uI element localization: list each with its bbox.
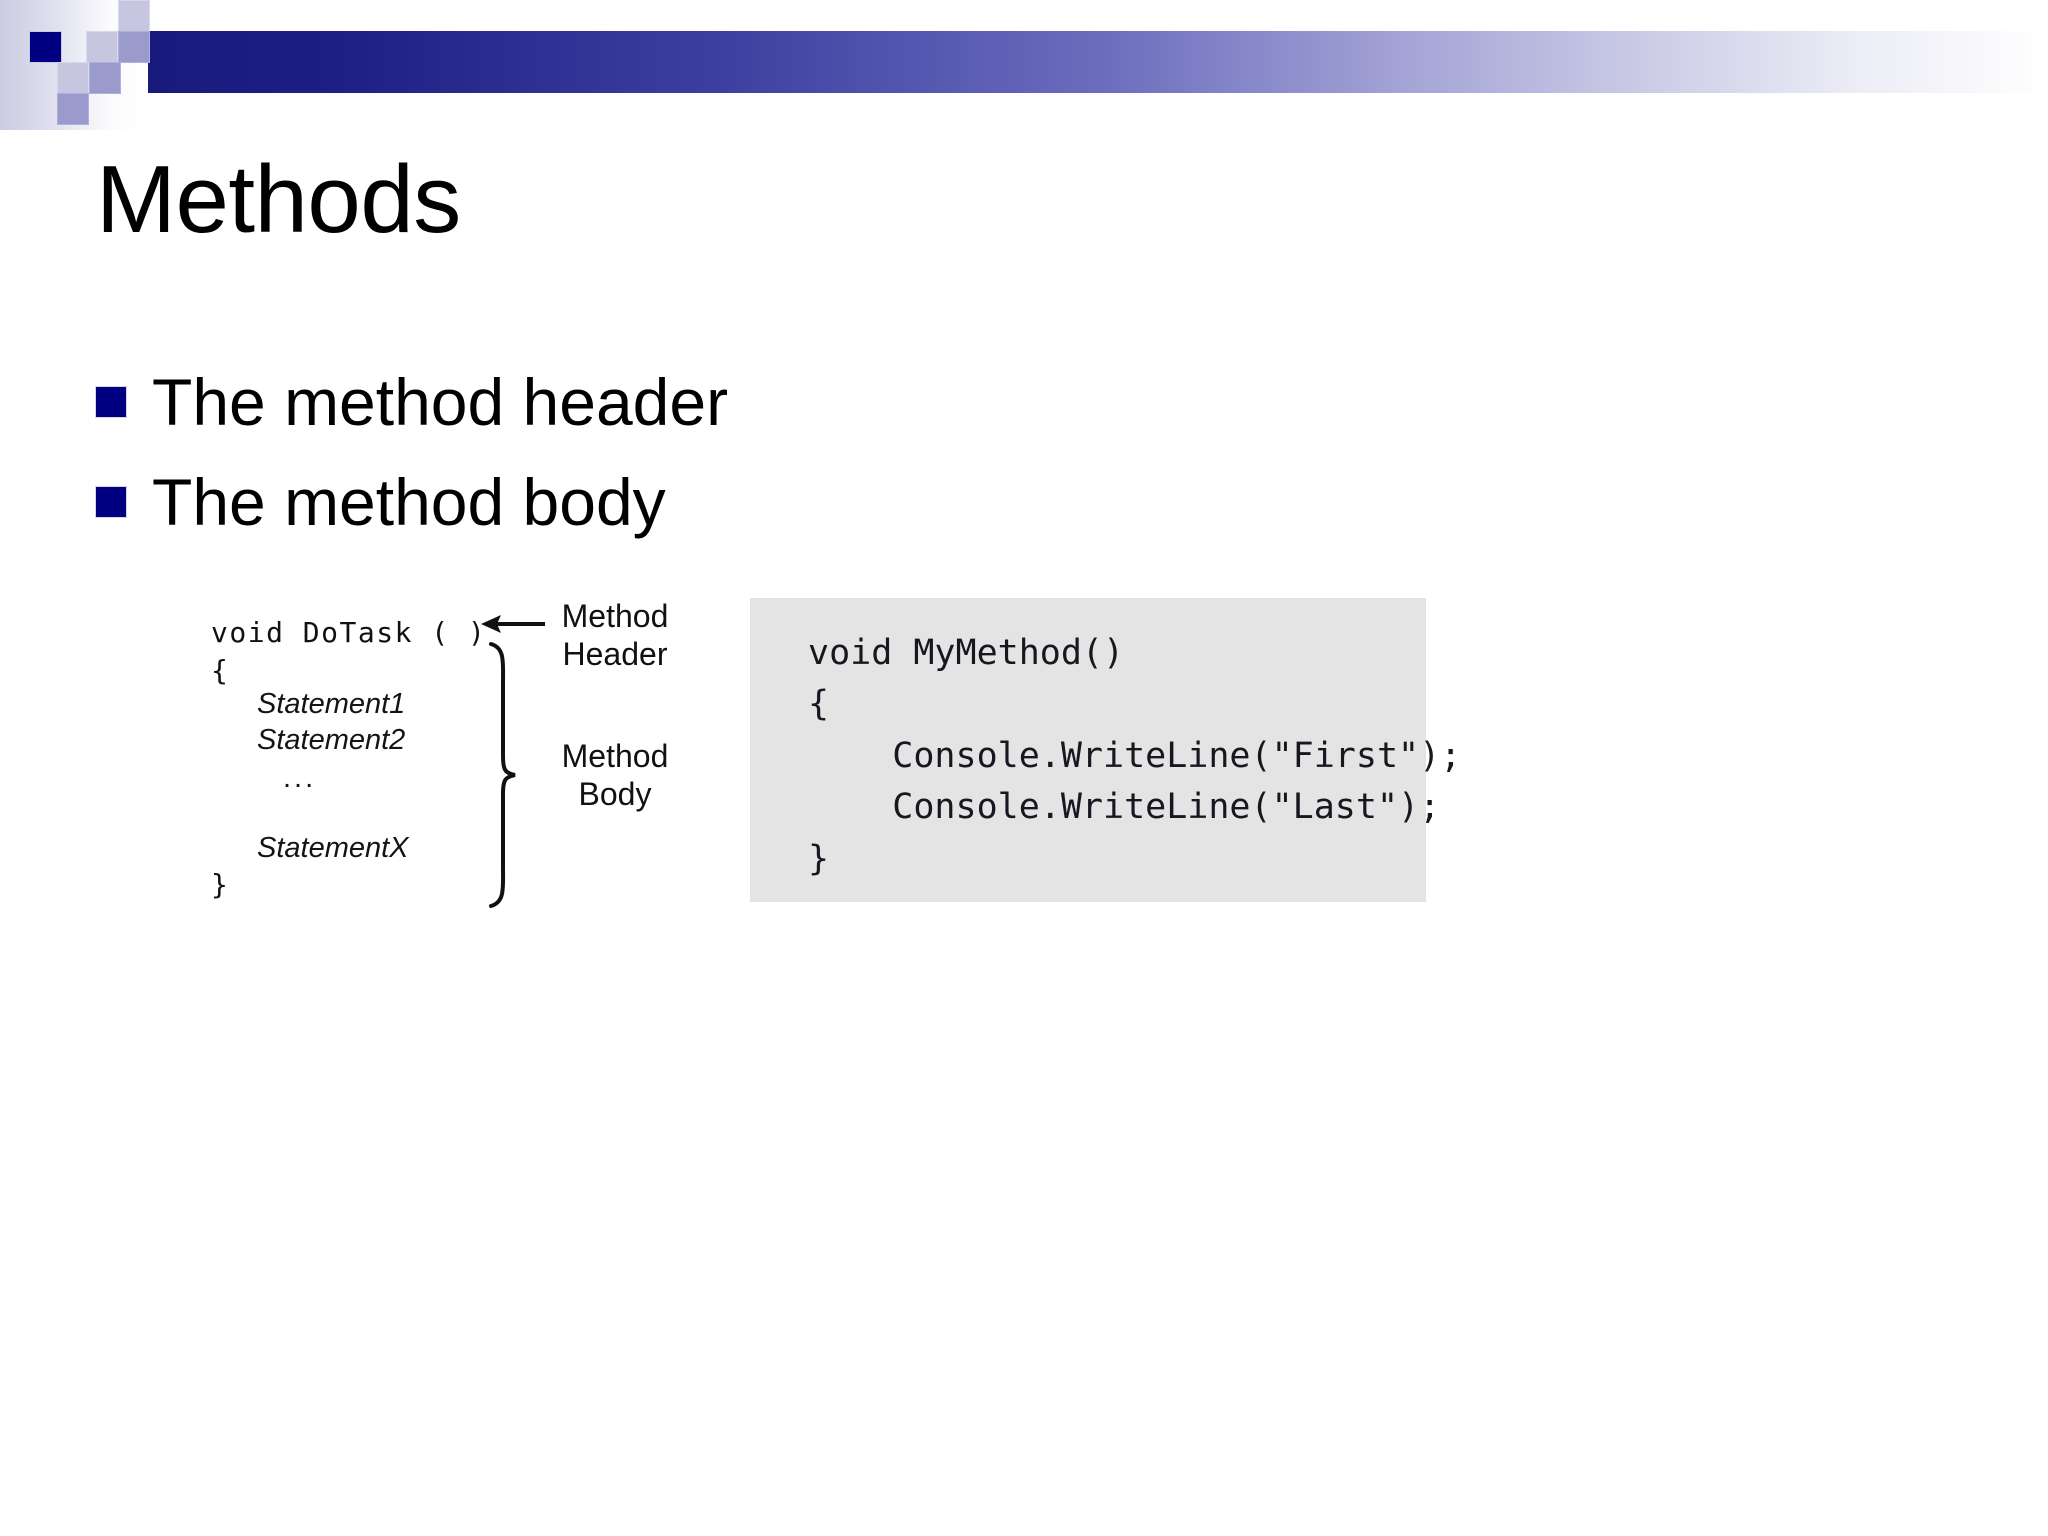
figure-statement-x: StatementX	[257, 832, 409, 864]
figure-statement-1: Statement1	[257, 688, 406, 720]
bullet-item-method-body: The method body	[96, 452, 1396, 552]
code-example-text: void MyMethod() { Console.WriteLine("Fir…	[808, 633, 1462, 879]
bullet-label: The method header	[152, 365, 729, 439]
figure-statement-ellipsis: ...	[283, 762, 317, 794]
bullet-item-method-header: The method header	[96, 352, 1396, 452]
banner-square-light-c	[57, 62, 89, 94]
figure-method-signature: void DoTask ( )	[211, 616, 487, 649]
figure-statement-2: Statement2	[257, 724, 406, 756]
figure-close-brace: }	[211, 868, 228, 901]
banner-square-light-a	[118, 0, 150, 32]
banner-square-mid-a	[118, 31, 150, 63]
bullet-label: The method body	[152, 465, 666, 539]
figure-label-method-body: Method Body	[561, 738, 669, 812]
figure-open-brace: {	[211, 654, 228, 687]
slide-header-banner	[0, 0, 2048, 130]
banner-square-mid-c	[57, 93, 89, 125]
code-example-panel: void MyMethod() { Console.WriteLine("Fir…	[750, 598, 1461, 902]
banner-gradient-bar	[148, 31, 2048, 93]
page-title: Methods	[96, 146, 461, 253]
banner-square-mid-b	[89, 62, 121, 94]
arrow-left-icon	[481, 615, 545, 633]
figure-label-method-header: Method Header	[561, 598, 669, 672]
bullet-list: The method header The method body	[96, 352, 1396, 552]
banner-square-navy	[29, 31, 62, 63]
square-bullet-icon	[96, 387, 126, 417]
curly-brace-right-icon	[489, 642, 516, 908]
method-anatomy-figure: void DoTask ( ) { Statement1 Statement2 …	[205, 596, 705, 916]
banner-square-light-b	[86, 31, 118, 63]
square-bullet-icon	[96, 487, 126, 517]
